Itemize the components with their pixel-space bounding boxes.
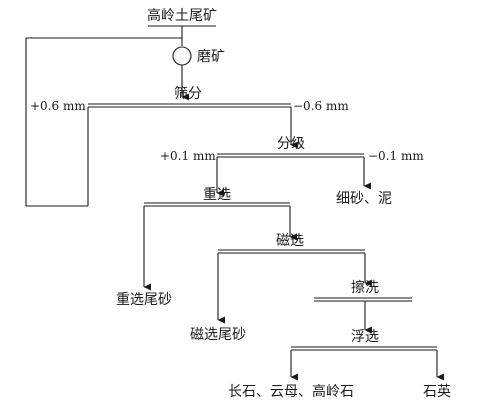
- gravity-separation-label: 重选: [203, 187, 231, 203]
- grinding-label: 磨矿: [197, 49, 225, 65]
- grinding-circle: [172, 46, 192, 66]
- flotation-label: 浮选: [351, 329, 379, 345]
- product-feldspar-mica-kaolin-label: 长石、云母、高岭石: [228, 383, 354, 400]
- screen-undersize-label: −0.6 mm: [293, 99, 349, 113]
- classification-label: 分级: [277, 136, 305, 152]
- screening-label: 筛分: [174, 86, 202, 102]
- fine-sand-mud-label: 细砂、泥: [336, 191, 392, 207]
- product-quartz-label: 石英: [423, 383, 451, 400]
- screen-oversize-label: +0.6 mm: [30, 99, 86, 113]
- gravity-tailings-label: 重选尾砂: [116, 292, 172, 308]
- feed-label: 高岭土尾矿: [147, 7, 217, 24]
- magnetic-tailings-label: 磁选尾砂: [190, 327, 246, 343]
- class-coarse-label: +0.1 mm: [160, 149, 216, 163]
- scrubbing-label: 擦洗: [351, 279, 379, 296]
- magnetic-separation-label: 磁选: [276, 233, 304, 249]
- class-fine-label: −0.1 mm: [368, 149, 424, 163]
